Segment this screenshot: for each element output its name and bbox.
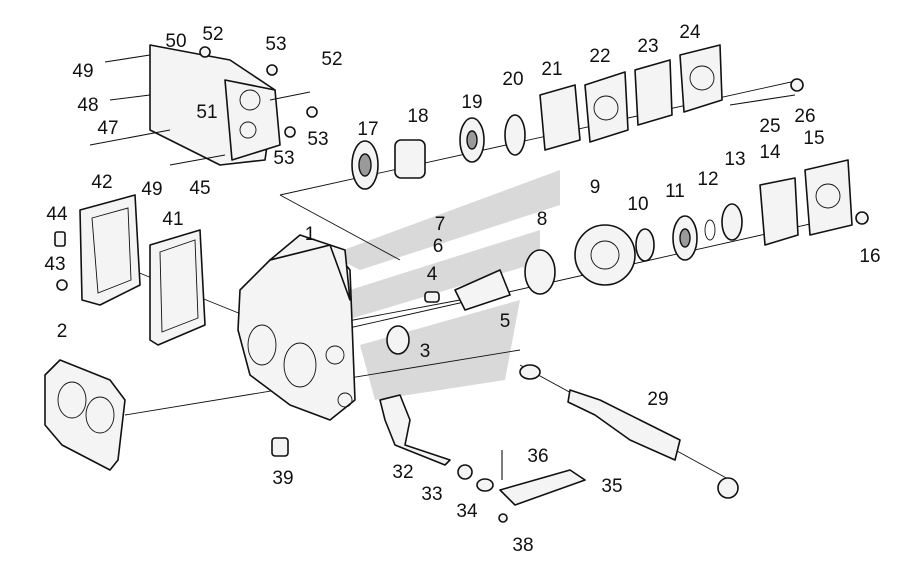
bearing-part-17 <box>351 140 379 190</box>
top-cover-assembly <box>149 44 281 166</box>
gear-part-18 <box>394 139 426 179</box>
callout-48: 48 <box>77 95 98 116</box>
pin-part-4 <box>424 291 440 303</box>
bolts-part-52-53 <box>199 46 318 138</box>
callout-23: 23 <box>637 36 658 57</box>
callout-16: 16 <box>859 246 880 267</box>
watermark-logo <box>318 170 560 400</box>
gasket-part-14 <box>759 177 799 246</box>
callout-36: 36 <box>527 446 548 467</box>
shaft-part-8 <box>454 249 556 311</box>
callout-38: 38 <box>512 535 533 556</box>
callout-32: 32 <box>392 462 413 483</box>
nut-part-33 <box>457 464 473 480</box>
cover-part-15 <box>804 159 853 236</box>
callout-53: 53 <box>265 34 286 55</box>
lever-part-35 <box>499 469 586 506</box>
bearing-part-11 <box>672 215 698 261</box>
callout-7: 7 <box>435 214 446 235</box>
callout-52: 52 <box>202 24 223 45</box>
callout-13: 13 <box>724 149 745 170</box>
bolt-part-48 <box>109 94 151 101</box>
bolt-part-44 <box>54 231 66 247</box>
bolt-part-49 <box>104 54 151 63</box>
ring-part-10 <box>635 228 655 262</box>
callout-51: 51 <box>196 102 217 123</box>
callout-22: 22 <box>589 46 610 67</box>
callout-20: 20 <box>502 69 523 90</box>
callout-42: 42 <box>91 172 112 193</box>
bolt-part-25 <box>729 78 804 106</box>
callout-35: 35 <box>601 476 622 497</box>
callout-33: 33 <box>421 484 442 505</box>
callout-10: 10 <box>627 194 648 215</box>
callout-15: 15 <box>803 128 824 149</box>
stud-part-45 <box>169 154 226 166</box>
callout-24: 24 <box>679 22 701 43</box>
callout-26: 26 <box>794 106 815 127</box>
cover-part-24 <box>679 44 723 113</box>
callout-6: 6 <box>433 236 444 257</box>
callout-50: 50 <box>165 31 186 52</box>
shift-fork-part-32 <box>379 394 451 466</box>
ring-part-20 <box>504 114 526 156</box>
main-housing-part-1 <box>237 234 356 421</box>
callout-18: 18 <box>407 106 428 127</box>
callout-52: 52 <box>321 49 342 70</box>
gasket-part-2 <box>44 359 126 471</box>
bearing-part-19 <box>459 117 485 163</box>
callout-17: 17 <box>357 119 378 140</box>
callout-25: 25 <box>759 116 780 137</box>
callout-41: 41 <box>162 209 183 230</box>
gasket-part-21 <box>539 84 581 151</box>
seal-part-3 <box>386 325 410 355</box>
clip-part-12 <box>704 219 716 241</box>
plug-part-39 <box>271 437 289 457</box>
callout-2: 2 <box>57 321 68 342</box>
callout-39: 39 <box>272 468 293 489</box>
pin-part-38 <box>498 513 508 523</box>
callout-11: 11 <box>665 181 685 202</box>
callout-53: 53 <box>307 129 328 150</box>
callout-19: 19 <box>461 92 482 113</box>
shaft-part-29 <box>567 389 739 499</box>
callout-47: 47 <box>97 118 118 139</box>
callout-12: 12 <box>697 169 718 190</box>
callout-21: 21 <box>541 59 562 80</box>
cover-part-42 <box>79 194 141 306</box>
seal-part-13 <box>721 203 743 241</box>
callout-45: 45 <box>189 178 210 199</box>
oring-part-5 <box>519 364 541 380</box>
callout-1: 1 <box>305 224 316 245</box>
callout-9: 9 <box>590 177 601 198</box>
cover-part-22 <box>584 71 629 143</box>
washer-part-34 <box>476 478 494 492</box>
stud-part-47 <box>89 129 171 146</box>
callout-8: 8 <box>537 209 548 230</box>
callout-43: 43 <box>44 254 65 275</box>
bolt-part-43 <box>56 279 68 291</box>
gasket-part-23 <box>634 59 673 126</box>
callout-4: 4 <box>427 264 438 285</box>
gear-part-9 <box>574 224 636 286</box>
callout-14: 14 <box>759 142 781 163</box>
callout-3: 3 <box>420 341 431 362</box>
bolt-part-16 <box>855 211 869 225</box>
callout-49: 49 <box>72 61 93 82</box>
gasket-part-41 <box>149 229 206 346</box>
callout-34: 34 <box>456 501 478 522</box>
callout-5: 5 <box>500 311 511 332</box>
callout-29: 29 <box>647 389 668 410</box>
callout-44: 44 <box>46 204 68 225</box>
callout-49: 49 <box>141 179 162 200</box>
callout-53: 53 <box>273 148 294 169</box>
